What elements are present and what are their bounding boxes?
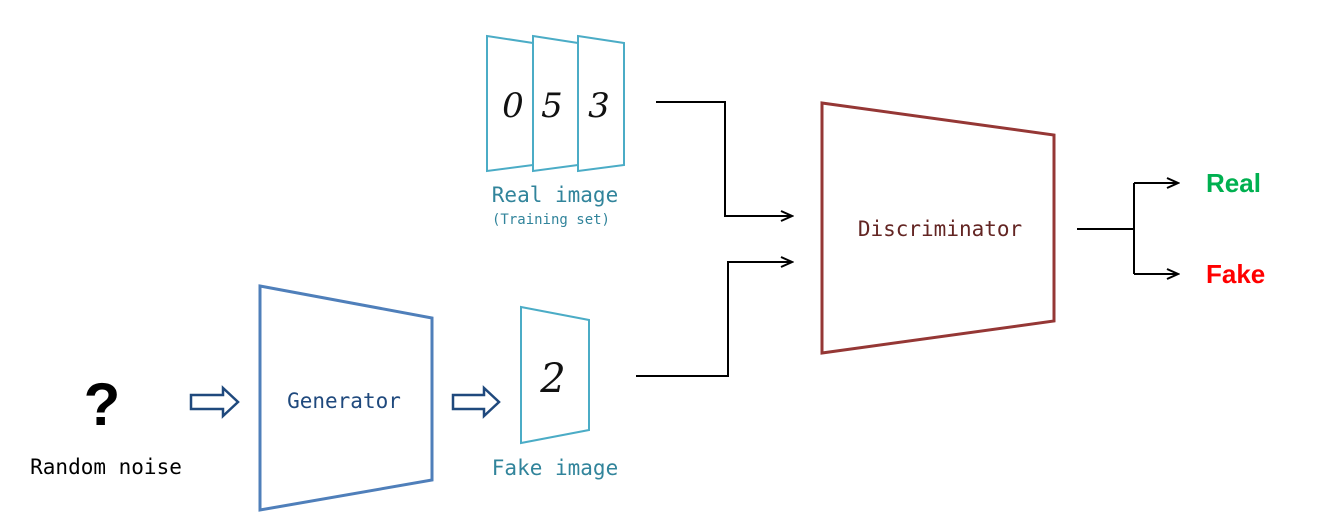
fake-image-card bbox=[520, 305, 590, 445]
generator-label: Generator bbox=[287, 389, 401, 413]
fake-image-digit: 2 bbox=[539, 356, 565, 402]
generator-block bbox=[258, 284, 434, 512]
real-image-digit-3: 3 bbox=[588, 86, 610, 126]
real-image-card-3 bbox=[577, 34, 625, 173]
real-to-discriminator-connector bbox=[656, 101, 792, 216]
noise-label: Random noise bbox=[30, 455, 182, 479]
output-fake-label: Fake bbox=[1206, 259, 1265, 289]
output-real-label: Real bbox=[1206, 168, 1261, 198]
generator-to-fake-arrow-icon bbox=[451, 385, 501, 419]
discriminator-label: Discriminator bbox=[858, 217, 1022, 241]
real-image-digit-1: 0 bbox=[502, 86, 524, 126]
fake-image-label: Fake image bbox=[492, 456, 618, 480]
noise-question-mark: ? bbox=[84, 371, 121, 438]
discriminator-block bbox=[820, 101, 1056, 355]
real-image-digit-2: 5 bbox=[541, 86, 563, 126]
fake-to-discriminator-connector bbox=[636, 262, 792, 377]
noise-to-generator-arrow-icon bbox=[189, 385, 240, 419]
real-image-label: Real image bbox=[492, 183, 618, 207]
real-image-sublabel: (Training set) bbox=[492, 212, 610, 228]
